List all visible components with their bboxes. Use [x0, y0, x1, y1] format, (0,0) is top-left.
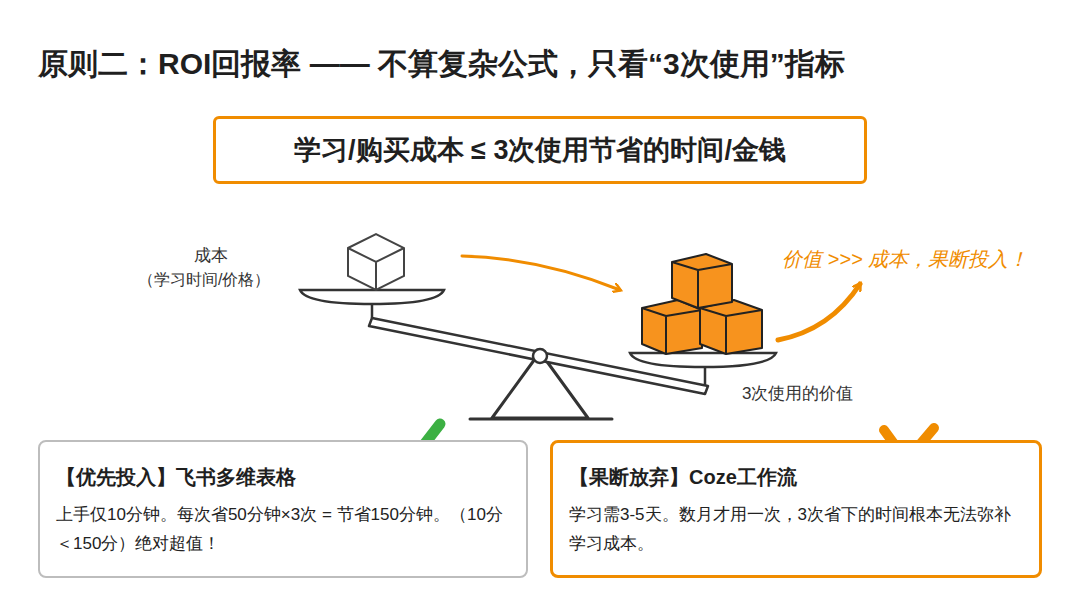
node-heading: 学习/购买成本 ≤ 3次使用节省的时间/金钱: [294, 132, 786, 168]
node-heading: 【果断放弃】Coze工作流: [569, 464, 1025, 491]
value-label: 3次使用的价值: [742, 382, 853, 405]
node-body: 学习需3-5天。数月才用一次，3次省下的时间根本无法弥补学习成本。: [569, 501, 1025, 559]
cost-label: 成本: [194, 244, 228, 267]
node-heading: 【优先投入】飞书多维表格: [56, 464, 512, 491]
verdict-note: 价值 >>> 成本，果断投入！: [782, 246, 1028, 273]
formula-box: 学习/购买成本 ≤ 3次使用节省的时间/金钱: [213, 116, 867, 184]
node-body: 上手仅10分钟。每次省50分钟×3次 = 节省150分钟。（10分＜150分）绝…: [56, 501, 512, 559]
diagram-title: 原则二：ROI回报率 —— 不算复杂公式，只看“3次使用”指标: [38, 44, 845, 85]
abandon-panel: 【果断放弃】Coze工作流学习需3-5天。数月才用一次，3次省下的时间根本无法弥…: [550, 440, 1042, 578]
cost-note: （学习时间/价格）: [138, 270, 270, 291]
adopt-panel: 【优先投入】飞书多维表格上手仅10分钟。每次省50分钟×3次 = 节省150分钟…: [38, 440, 528, 578]
